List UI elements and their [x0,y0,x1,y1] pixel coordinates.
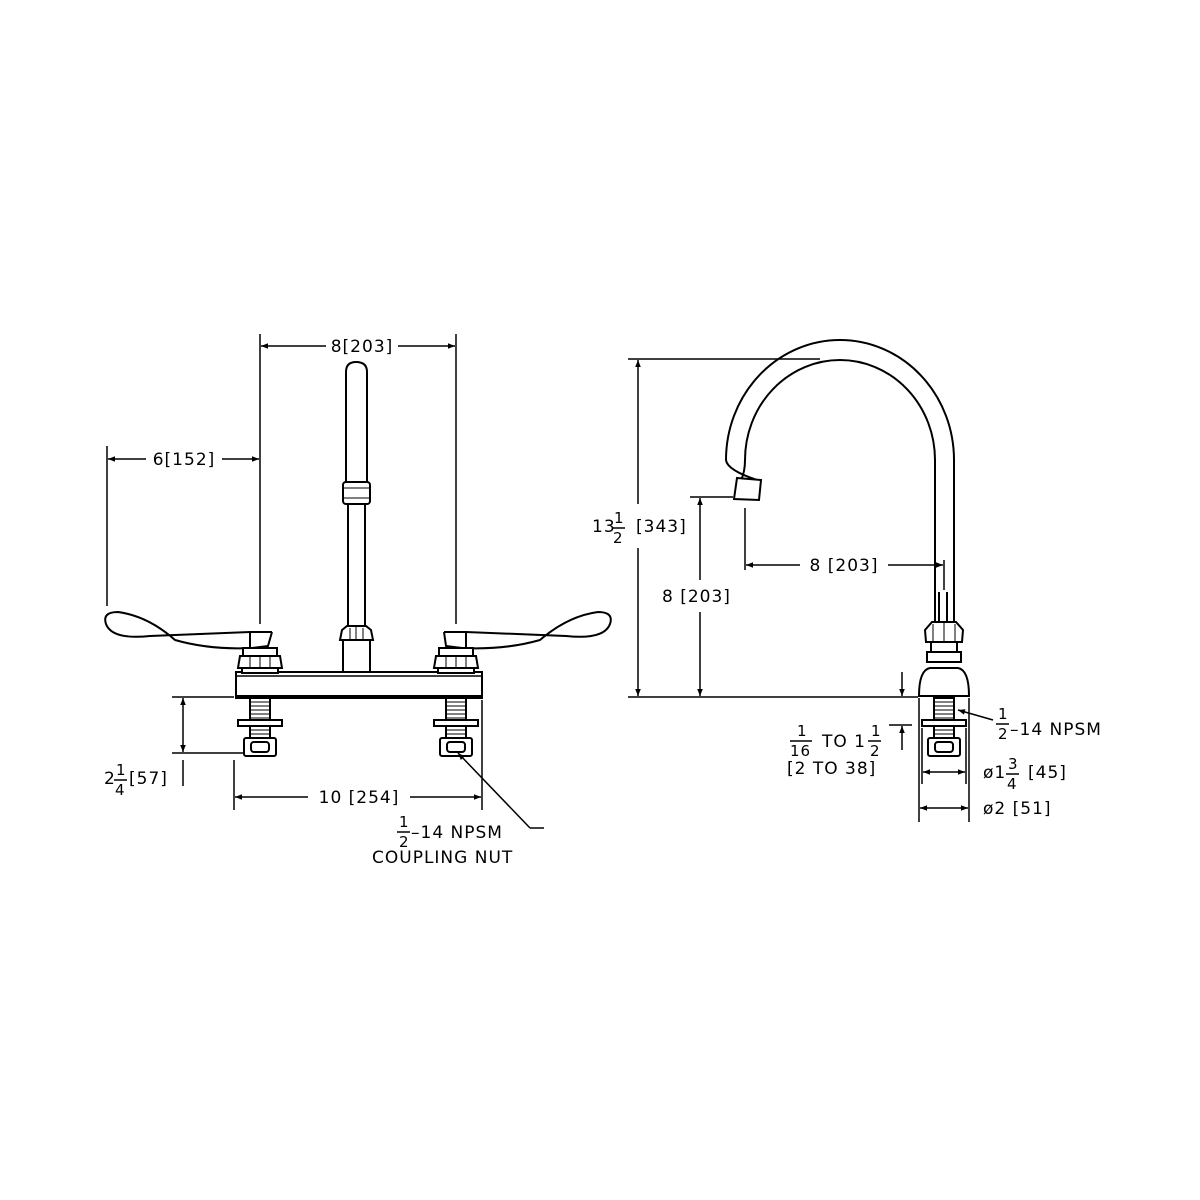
dim-deck-thickness: 1 16 TO 1 1 2 [2 TO 38] [787,672,912,779]
dim-center-spread: 8[203] [259,334,457,624]
dim-handle-length: 6[152] [106,446,259,606]
right-handle [443,610,612,650]
dim-dia-large-label: ø2 [51] [983,799,1052,819]
front-spout [338,360,375,672]
front-deck-body [235,671,483,699]
callout-side-text: –14 NPSM [1010,720,1102,740]
callout-coupling-nut: 1 2 –14 NPSM COUPLING NUT [372,752,544,868]
right-valve [432,647,480,674]
side-view: 13 1 2 [343] 8 [203] 8 [203] 1 2 [592,339,1102,822]
callout-front-note: COUPLING NUT [372,848,513,868]
dim-spout-reach: 8 [203] [744,508,945,590]
callout-side-npsm: 1 2 –14 NPSM [957,705,1102,743]
dim-deck-to: TO 1 [821,732,866,752]
dim-shank-whole: 2 [104,769,116,789]
dim-dia-small-pre: ø1 [983,763,1006,783]
dim-deck-den1: 16 [790,742,811,760]
side-spout [724,339,955,626]
dim-deck-num2: 1 [871,722,882,740]
dim-deck-metric: [2 TO 38] [787,759,876,779]
dim-dia-small-den: 4 [1007,775,1018,793]
callout-side-num: 1 [998,705,1009,723]
dim-overall-whole: 13 [592,517,616,537]
dim-dia-small-num: 3 [1008,755,1019,773]
dim-spout-reach-label: 8 [203] [810,556,879,576]
dim-dia-small-metric: [45] [1028,763,1067,783]
dim-overall-num: 1 [614,509,625,527]
dim-overall-height: 13 1 2 [343] [592,358,820,696]
dim-spout-height: 8 [203] [662,496,733,696]
callout-front-num: 1 [399,813,410,831]
dim-shank-spread-label: 10 [254] [319,788,400,808]
dim-shank-spread: 10 [254] [233,700,483,810]
left-handle [104,610,273,650]
dim-deck-den2: 2 [870,742,881,760]
front-view: 8[203] 6[152] 2 1 4 [57] 10 [254 [104,334,612,868]
dim-dia-small: ø1 3 4 [45] [921,728,1067,793]
dim-shank-den: 4 [115,781,126,799]
dim-deck-num1: 1 [797,722,808,740]
right-shank [433,697,479,757]
callout-side-den: 2 [998,725,1009,743]
dim-handle-length-label: 6[152] [153,450,216,470]
dim-center-spread-label: 8[203] [331,337,394,357]
side-valve [917,592,971,697]
left-shank [237,697,283,757]
dim-shank-metric: [57] [129,769,168,789]
dim-spout-height-label: 8 [203] [662,587,731,607]
callout-front-text: –14 NPSM [411,823,503,843]
dim-shank-length: 2 1 4 [57] [104,696,244,799]
dim-dia-large: ø2 [51] [918,698,1052,822]
callout-front-den: 2 [399,833,410,851]
dim-shank-num: 1 [116,761,127,779]
left-valve [236,647,284,674]
dim-overall-den: 2 [613,529,624,547]
dim-overall-metric: [343] [636,517,687,537]
side-shank [921,697,967,757]
